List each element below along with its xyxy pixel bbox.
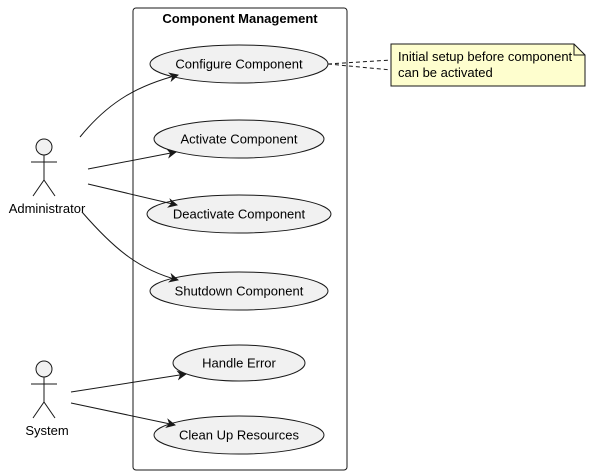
use-case-configure-label: Configure Component <box>175 57 303 72</box>
use-case-activate-label: Activate Component <box>180 132 297 147</box>
association-system-handle-error <box>70 370 187 393</box>
use-case-deactivate-label: Deactivate Component <box>173 207 306 222</box>
use-case-shutdown[interactable]: Shutdown Component <box>149 271 329 311</box>
use-case-shutdown-label: Shutdown Component <box>175 284 304 299</box>
stick-figure-icon <box>31 360 57 419</box>
actor-system[interactable]: System <box>25 360 69 438</box>
note: Initial setup before component can be ac… <box>390 43 586 87</box>
association-admin-deactivate <box>87 183 178 208</box>
note-connector <box>327 59 392 71</box>
actor-system-label: System <box>25 423 68 438</box>
use-case-handle-error[interactable]: Handle Error <box>172 344 306 382</box>
actor-administrator-label: Administrator <box>9 201 86 216</box>
association-admin-configure <box>79 72 179 138</box>
use-case-cleanup-label: Clean Up Resources <box>179 428 299 443</box>
use-case-cleanup[interactable]: Clean Up Resources <box>153 415 325 455</box>
actor-administrator[interactable]: Administrator <box>9 138 86 216</box>
association-admin-shutdown <box>81 211 179 283</box>
use-case-handle-error-label: Handle Error <box>202 356 276 371</box>
note-line-2: can be activated <box>398 65 493 80</box>
association-admin-activate <box>87 148 177 170</box>
use-case-activate[interactable]: Activate Component <box>153 119 325 159</box>
use-case-deactivate[interactable]: Deactivate Component <box>146 194 332 234</box>
use-case-configure[interactable]: Configure Component <box>149 44 329 84</box>
system-boundary-title: Component Management <box>162 11 318 26</box>
association-system-cleanup <box>70 402 176 429</box>
note-line-1: Initial setup before component <box>398 49 573 64</box>
stick-figure-icon <box>31 138 57 197</box>
